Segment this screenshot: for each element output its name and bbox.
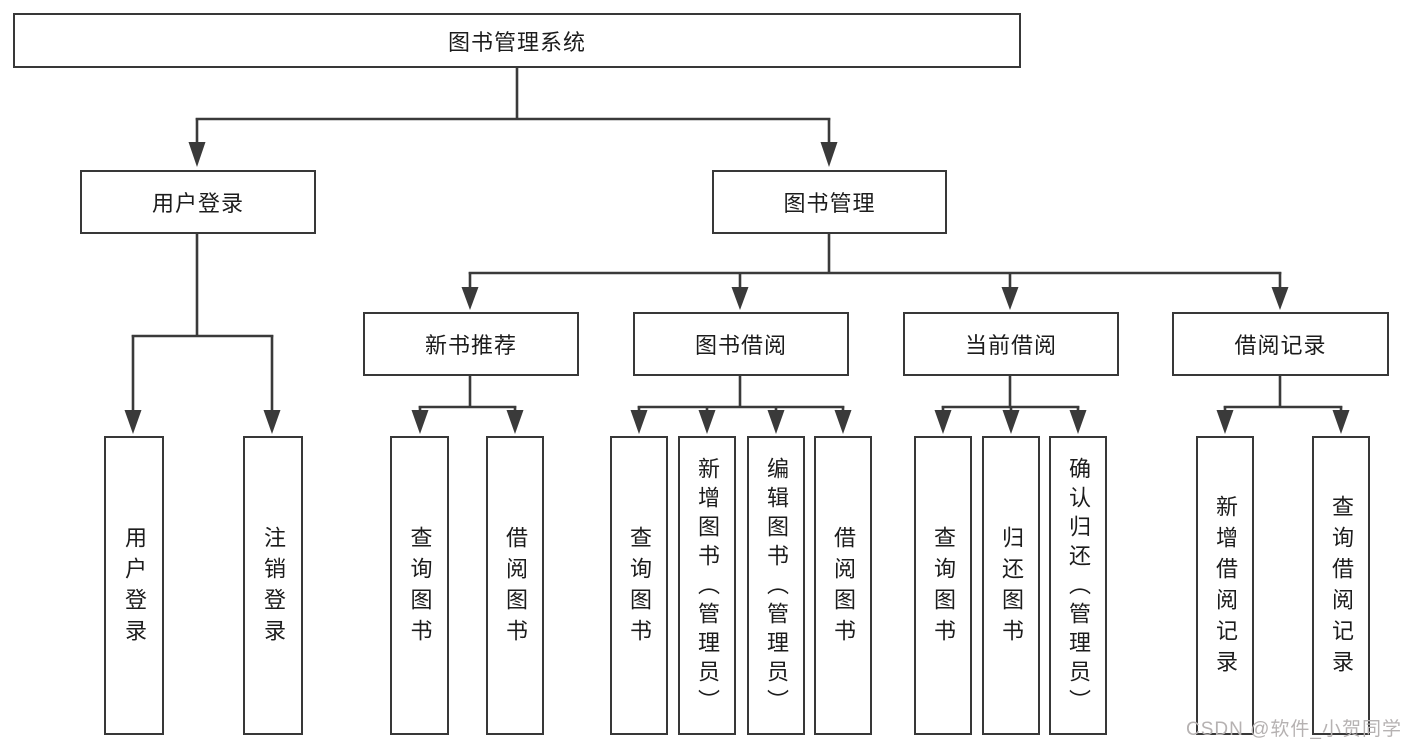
watermark: CSDN @软件_小贺同学	[1186, 719, 1402, 740]
node-leaf-record-query: 查询借阅记录	[1312, 436, 1370, 735]
node-leaf-borrow-edit-book: 编辑图书（管理员）	[747, 436, 805, 735]
node-book-management: 图书管理	[712, 170, 947, 234]
node-new-book-recommend: 新书推荐	[363, 312, 579, 376]
node-user-login: 用户登录	[80, 170, 316, 234]
node-leaf-recommend-borrow-book: 借阅图书	[486, 436, 544, 735]
node-library-management-system: 图书管理系统	[13, 13, 1021, 68]
node-leaf-recommend-query-book: 查询图书	[390, 436, 449, 735]
node-leaf-record-add: 新增借阅记录	[1196, 436, 1254, 735]
node-leaf-current-query-book: 查询图书	[914, 436, 972, 735]
node-leaf-current-confirm-return: 确认归还（管理员）	[1049, 436, 1107, 735]
node-leaf-user-login: 用户登录	[104, 436, 164, 735]
node-leaf-borrow-add-book: 新增图书（管理员）	[678, 436, 736, 735]
node-leaf-borrow-borrow-book: 借阅图书	[814, 436, 872, 735]
node-borrow-record: 借阅记录	[1172, 312, 1389, 376]
node-book-borrow: 图书借阅	[633, 312, 849, 376]
node-leaf-logout: 注销登录	[243, 436, 303, 735]
node-leaf-borrow-query-book: 查询图书	[610, 436, 668, 735]
node-leaf-current-return-book: 归还图书	[982, 436, 1040, 735]
node-current-borrow: 当前借阅	[903, 312, 1119, 376]
